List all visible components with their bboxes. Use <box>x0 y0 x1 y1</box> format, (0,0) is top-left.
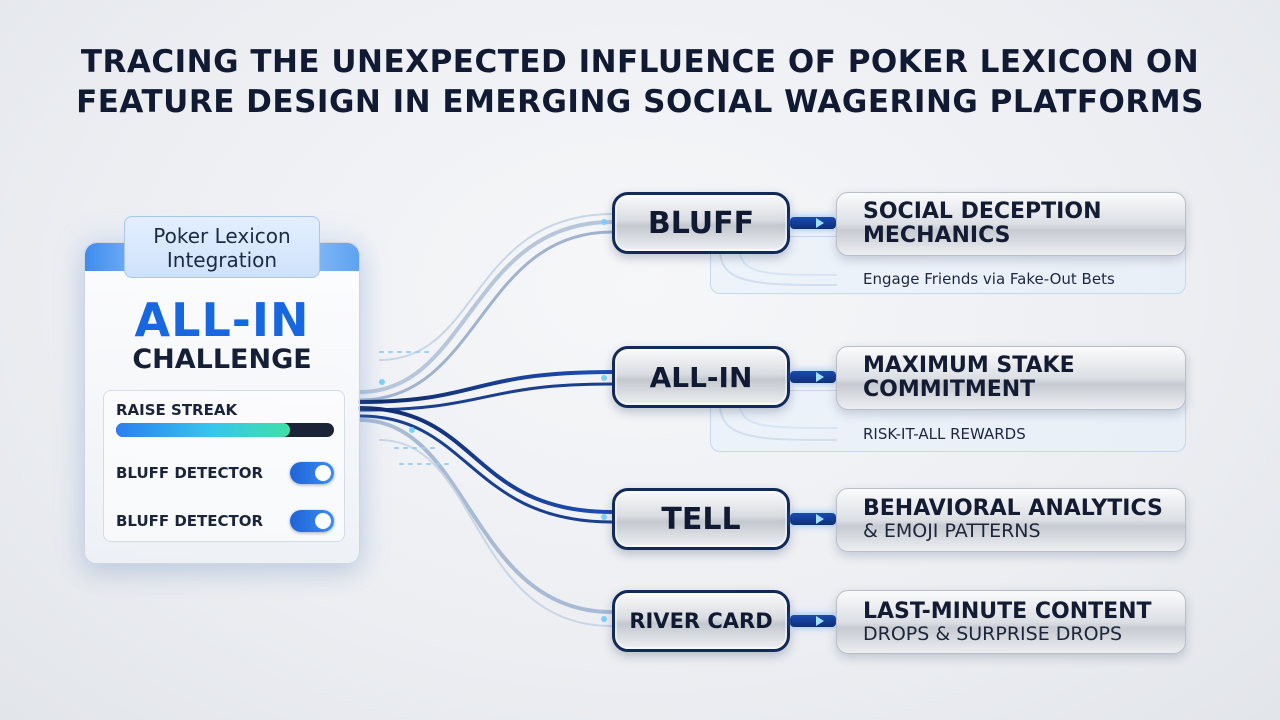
wire-bluff <box>358 220 614 394</box>
bluff-detector-toggle-1[interactable] <box>290 462 334 484</box>
outcome-detail-all-in: RISK-IT-ALL REWARDS <box>863 425 1026 443</box>
connector-river-card <box>790 615 836 627</box>
arrow-icon <box>816 514 824 524</box>
arrow-icon <box>816 372 824 382</box>
connector-bluff <box>790 217 836 229</box>
outcome-card-bluff <box>836 192 1186 256</box>
title-line-2: FEATURE DESIGN IN EMERGING SOCIAL WAGERI… <box>76 84 1204 120</box>
term-bluff: BLUFF <box>612 192 790 254</box>
arrow-icon <box>816 218 824 228</box>
panel-subheadline: CHALLENGE <box>132 344 312 375</box>
connector-all-in <box>790 371 836 383</box>
panel-tab-line-2: Integration <box>166 248 278 272</box>
raise-streak-progress-fill <box>116 423 291 437</box>
toggle-knob <box>315 513 331 529</box>
wire-allin-2 <box>358 382 614 412</box>
outcome-title-all-in-1: MAXIMUM STAKE <box>863 353 1075 378</box>
term-river-card: RIVER CARD <box>612 590 790 652</box>
outcome-title-all-in-2: COMMITMENT <box>863 377 1036 402</box>
outcome-subtitle-tell: & EMOJI PATTERNS <box>863 520 1041 542</box>
wire-bluff-2 <box>358 230 614 402</box>
wire-river <box>358 418 614 614</box>
panel-tab: Poker Lexicon Integration <box>124 216 320 278</box>
wire-tell-2 <box>358 414 614 524</box>
outcome-card-river-card <box>836 590 1186 654</box>
arrow-icon <box>816 616 824 626</box>
outcome-detail-bluff: Engage Friends via Fake-Out Bets <box>863 270 1115 288</box>
wire-river-2 <box>379 439 613 627</box>
toggle-label-1: BLUFF DETECTOR <box>116 464 264 482</box>
outcome-title-tell: BEHAVIORAL ANALYTICS <box>863 496 1163 521</box>
outcome-title-bluff-2: MECHANICS <box>863 223 1011 248</box>
outcome-card-tell <box>836 488 1186 552</box>
outcome-title-river-card: LAST-MINUTE CONTENT <box>863 599 1152 624</box>
title-line-1: TRACING THE UNEXPECTED INFLUENCE OF POKE… <box>80 44 1200 80</box>
outcome-subtitle-river-card: DROPS & SURPRISE DROPS <box>863 623 1123 645</box>
wire-bluff-3 <box>379 213 613 361</box>
connector-tell <box>790 513 836 525</box>
panel-tab-line-1: Poker Lexicon <box>153 224 291 248</box>
wire-tell <box>358 406 614 514</box>
toggle-knob <box>315 465 331 481</box>
panel-headline: ALL-IN <box>134 293 310 347</box>
outcome-title-bluff-1: SOCIAL DECEPTION <box>863 199 1102 224</box>
term-tell: TELL <box>612 488 790 550</box>
progress-label: RAISE STREAK <box>116 401 238 419</box>
page-title: TRACING THE UNEXPECTED INFLUENCE OF POKE… <box>0 42 1280 122</box>
wire-allin <box>358 370 614 404</box>
bluff-detector-toggle-2[interactable] <box>290 510 334 532</box>
raise-streak-progress <box>116 423 334 437</box>
term-all-in: ALL-IN <box>612 346 790 408</box>
outcome-card-all-in <box>836 346 1186 410</box>
toggle-label-2: BLUFF DETECTOR <box>116 512 264 530</box>
